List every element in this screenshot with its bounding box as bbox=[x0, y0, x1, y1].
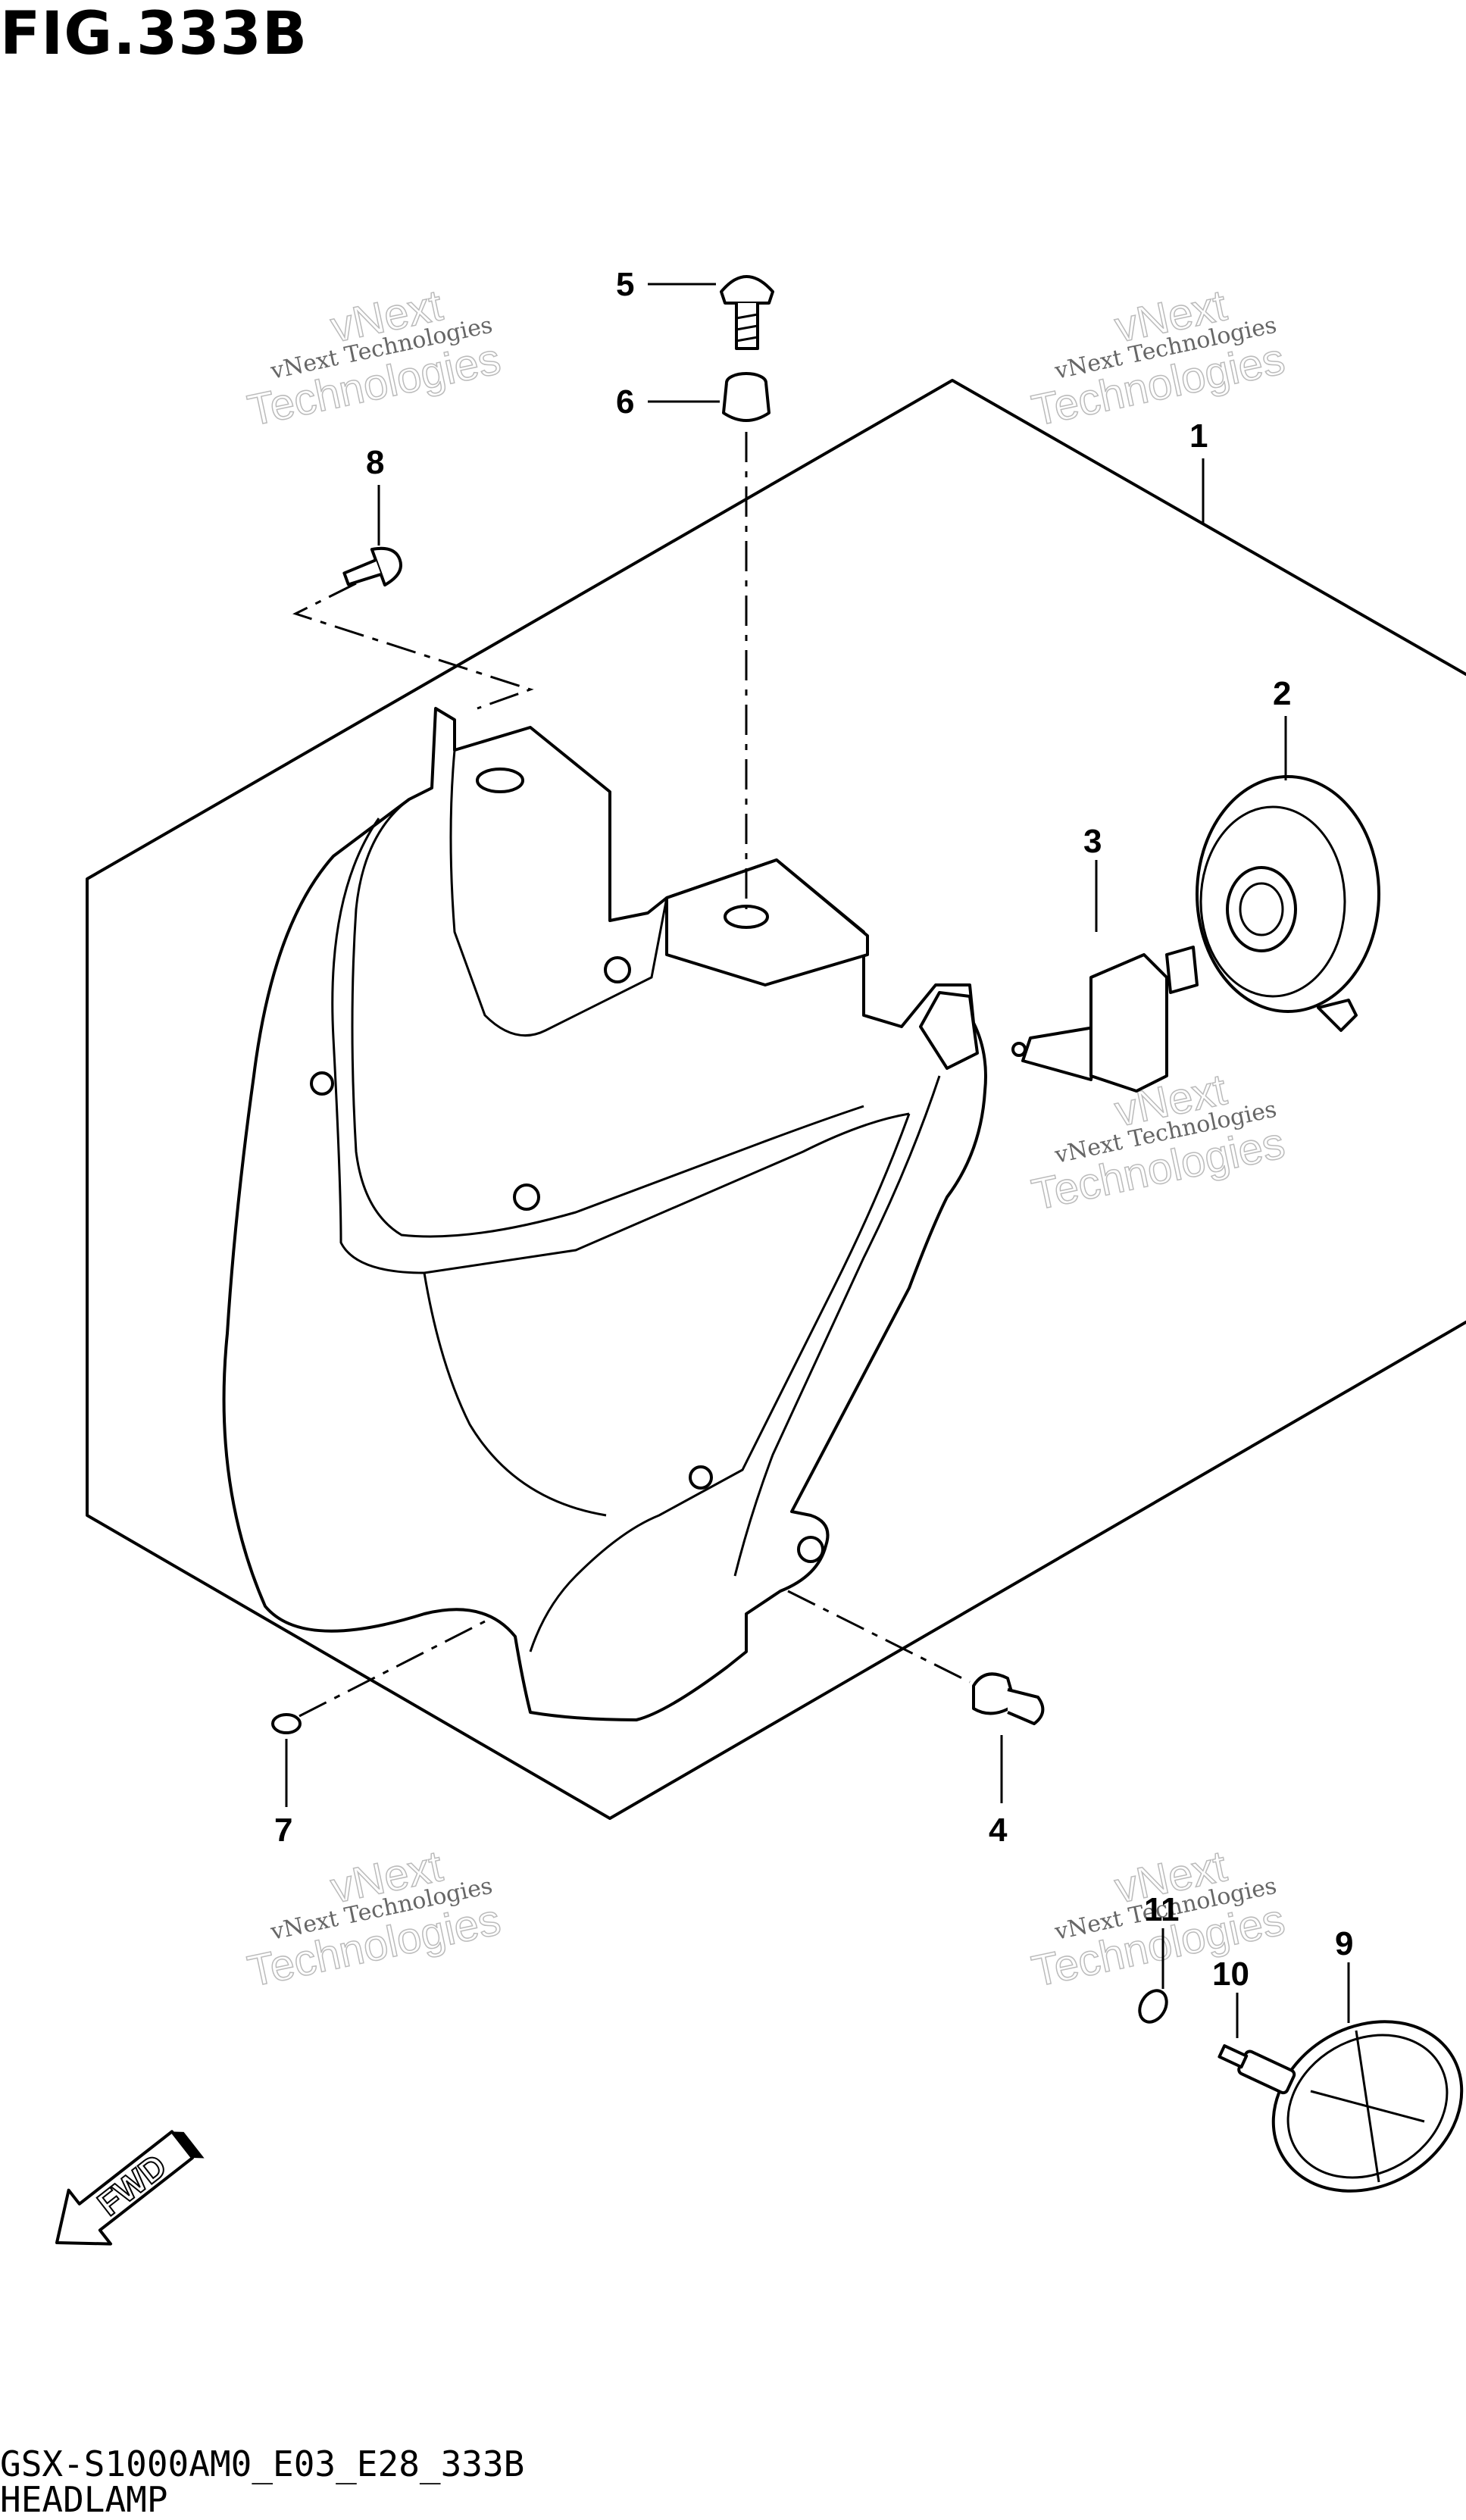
callout-5: 5 bbox=[616, 266, 634, 303]
part-6-grommet bbox=[722, 372, 771, 422]
watermark-5: vNext vNext Technologies Technologies bbox=[243, 1841, 505, 1997]
thread bbox=[736, 313, 758, 320]
callout-9: 9 bbox=[1335, 1925, 1353, 1962]
watermark-2: vNext vNext Technologies Technologies bbox=[1027, 280, 1289, 436]
thread bbox=[736, 336, 758, 342]
part-5-screw bbox=[720, 275, 774, 350]
assembly-outline bbox=[86, 379, 1466, 1820]
headlamp-housing bbox=[222, 707, 987, 1721]
housing-lower-arm bbox=[529, 1113, 911, 1652]
bulb-glass bbox=[1021, 1025, 1100, 1081]
screw-head bbox=[720, 275, 774, 305]
part-3-bulb bbox=[1011, 946, 1199, 1093]
forward-direction-arrow: FWD bbox=[55, 2130, 205, 2246]
bulb-terminal bbox=[1165, 946, 1199, 994]
screw-shank bbox=[342, 558, 382, 586]
callout-10: 10 bbox=[1212, 1956, 1249, 1993]
housing-lens-curve bbox=[423, 1272, 607, 1517]
boss-upper bbox=[604, 956, 631, 983]
align-line-screw8 bbox=[292, 582, 534, 710]
arrow-shape bbox=[55, 2130, 195, 2246]
top-mount-hole bbox=[724, 905, 769, 929]
part-4-position-bulb bbox=[972, 1672, 1045, 1725]
spacer-pin bbox=[1217, 2044, 1249, 2069]
cover-tab bbox=[1317, 999, 1358, 1032]
callout-7: 7 bbox=[274, 1812, 292, 1849]
callout-2: 2 bbox=[1273, 675, 1291, 712]
reflector-cross-2 bbox=[1355, 2030, 1380, 2183]
boss-middle bbox=[513, 1183, 540, 1211]
align-line-bulb4 bbox=[787, 1590, 971, 1684]
callout-1: 1 bbox=[1189, 417, 1208, 455]
callout-3: 3 bbox=[1083, 823, 1102, 860]
part-10-spacer bbox=[1217, 2044, 1296, 2095]
reflector-inner bbox=[1286, 2034, 1449, 2179]
bulb-tip bbox=[1011, 1042, 1027, 1057]
boss-left bbox=[310, 1071, 334, 1096]
right-bracket bbox=[919, 991, 979, 1070]
figure-code: GSX-S1000AM0_E03_E28_333B bbox=[0, 2443, 525, 2484]
part-11-washer bbox=[1138, 1989, 1168, 2024]
callout-4: 4 bbox=[989, 1812, 1008, 1849]
callout-labels: 1 2 3 4 5 6 7 8 9 10 11 bbox=[274, 266, 1353, 1993]
cover-inner bbox=[1199, 805, 1346, 998]
boss-lower bbox=[689, 1465, 713, 1490]
housing-lower-arm-inner bbox=[733, 1075, 941, 1577]
boss-bottom bbox=[797, 1536, 824, 1563]
reflector-disc bbox=[1271, 2020, 1464, 2193]
callout-11: 11 bbox=[1144, 1891, 1180, 1928]
bulb-glass bbox=[1007, 1688, 1045, 1725]
figure-name: HEADLAMP bbox=[0, 2479, 168, 2520]
part-2-socket-cover bbox=[1196, 775, 1380, 1032]
housing-inner-lens bbox=[331, 818, 910, 1274]
align-line-cap7 bbox=[299, 1620, 486, 1718]
watermark-1: vNext vNext Technologies Technologies bbox=[243, 280, 505, 436]
bulb-base bbox=[1089, 953, 1168, 1093]
grommet-body bbox=[722, 382, 771, 422]
screw-head bbox=[370, 546, 402, 587]
callout-leaders bbox=[285, 283, 1350, 2038]
housing-inner-left bbox=[351, 798, 864, 1238]
top-mount-boss bbox=[665, 858, 869, 986]
arrow-shadow bbox=[171, 2131, 205, 2159]
housing-left-ridge bbox=[449, 749, 668, 1037]
callout-6: 6 bbox=[616, 383, 634, 421]
thread bbox=[736, 324, 758, 331]
part-9-reflector bbox=[1271, 2020, 1464, 2193]
left-mount-hole bbox=[476, 768, 524, 793]
part-7-cap bbox=[271, 1713, 302, 1734]
cover-socket bbox=[1226, 866, 1297, 952]
figure-title: FIG.333B bbox=[0, 0, 308, 68]
housing-body bbox=[222, 707, 987, 1721]
part-8-screw bbox=[342, 546, 402, 587]
callout-8: 8 bbox=[366, 444, 384, 481]
cover-socket-thread bbox=[1239, 882, 1284, 936]
